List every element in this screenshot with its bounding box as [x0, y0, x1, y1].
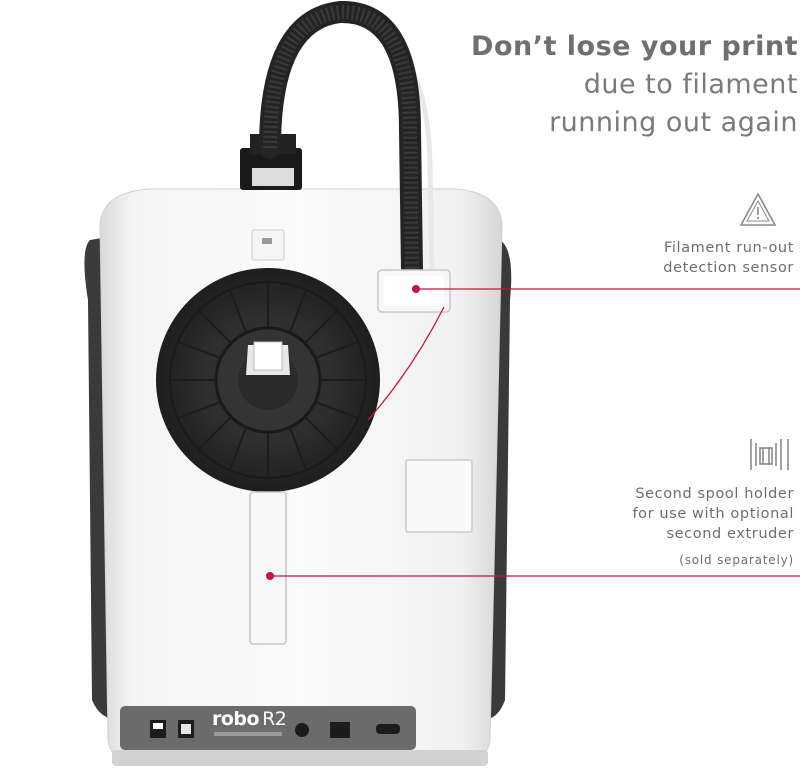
headline-line-2: due to filament: [583, 69, 798, 100]
brand-name: robo: [212, 708, 260, 730]
body-base: [112, 750, 488, 766]
headline-line-3: running out again: [549, 107, 798, 138]
holder-note: (sold separately): [679, 553, 794, 567]
callout-dots: [266, 285, 420, 580]
filament-spool: [156, 268, 380, 492]
warning-triangle-icon: [739, 192, 777, 226]
callout-sensor: Filament run-out detection sensor: [534, 238, 794, 278]
spool-holder-top: [251, 229, 285, 261]
brand-model: R2: [262, 708, 287, 730]
headline: Don’t lose your print due to filament ru…: [378, 28, 798, 142]
callout-lines: [270, 288, 800, 577]
filament-tubes: [259, 1, 435, 281]
holder-line-3: second extruder: [666, 526, 794, 542]
sensor-line-1: Filament run-out: [664, 240, 794, 256]
sensor-line-2: detection sensor: [663, 260, 794, 276]
holder-line-1: Second spool holder: [635, 486, 794, 502]
rear-port-panel: [120, 706, 416, 750]
headline-line-1: Don’t lose your print: [471, 31, 798, 62]
filament-spool-icon: [750, 439, 789, 470]
callout-spool-holder: Second spool holder for use with optiona…: [494, 484, 794, 570]
access-panel: [405, 459, 473, 533]
second-spool-holder: [249, 491, 287, 645]
holder-line-2: for use with optional: [632, 506, 794, 522]
